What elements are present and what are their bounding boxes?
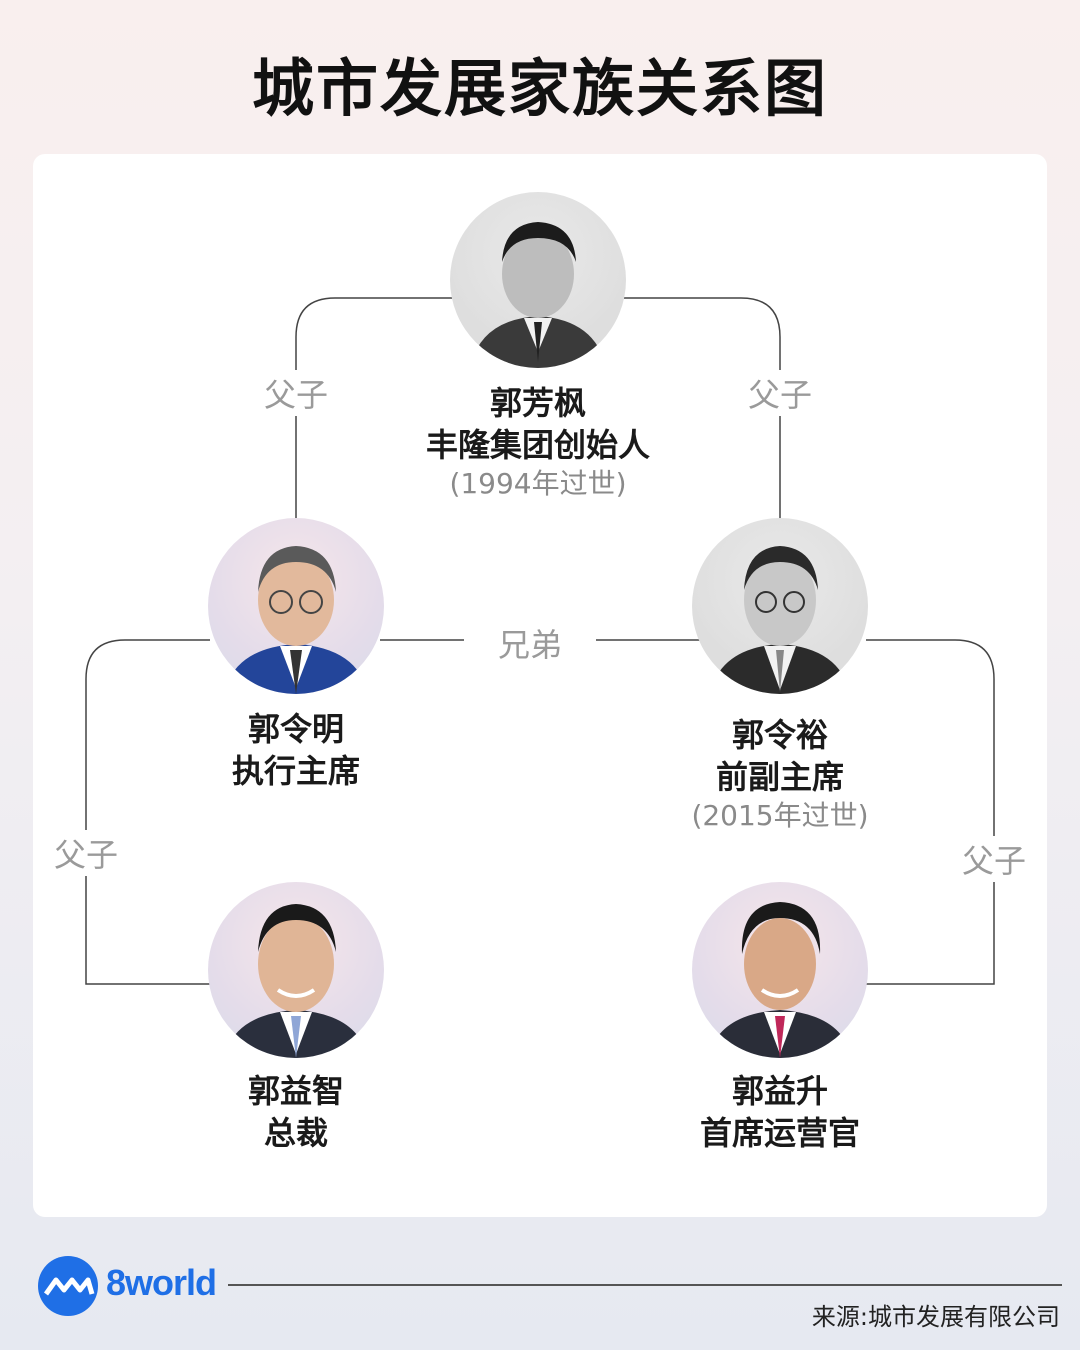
source-credit: 来源:城市发展有限公司 — [811, 1303, 1060, 1331]
yisheng-role: 首席运营官 — [699, 1114, 860, 1152]
yisheng-portrait — [692, 882, 868, 1058]
connector-lingming-yizhi — [85, 639, 210, 985]
founder-portrait — [450, 192, 626, 368]
relation-label-bottom-left: 父子 — [48, 830, 125, 876]
lingyu-name: 郭令裕 — [731, 716, 828, 754]
lingyu-portrait — [692, 518, 868, 694]
yizhi-name: 郭益智 — [247, 1072, 344, 1110]
connector-founder-lingming — [295, 297, 452, 520]
person-lingyu: 郭令裕 前副主席 (2015年过世) — [630, 518, 930, 834]
lingming-name: 郭令明 — [247, 710, 344, 748]
brand-name: 8world — [106, 1262, 217, 1303]
person-lingming: 郭令明 执行主席 — [146, 518, 446, 792]
yizhi-role: 总裁 — [263, 1114, 328, 1152]
lingyu-note: (2015年过世) — [691, 799, 869, 832]
lingming-portrait — [208, 518, 384, 694]
person-yisheng: 郭益升 首席运营官 — [630, 882, 930, 1154]
founder-role: 丰隆集团创始人 — [425, 426, 650, 464]
yisheng-name: 郭益升 — [731, 1072, 828, 1110]
footer-divider — [228, 1284, 1062, 1286]
person-founder: 郭芳枫 丰隆集团创始人 (1994年过世) — [388, 192, 688, 502]
relation-label-siblings: 兄弟 — [464, 620, 597, 666]
yizhi-portrait — [208, 882, 384, 1058]
connector-lingyu-yisheng — [866, 639, 995, 985]
founder-note: (1994年过世) — [449, 467, 627, 500]
brand-logo-icon — [38, 1256, 98, 1316]
founder-name: 郭芳枫 — [489, 384, 586, 422]
relation-label-top-right: 父子 — [742, 370, 819, 416]
person-yizhi: 郭益智 总裁 — [146, 882, 446, 1154]
relation-label-bottom-right: 父子 — [956, 836, 1033, 882]
lingming-role: 执行主席 — [231, 752, 360, 790]
relation-label-top-left: 父子 — [258, 370, 335, 416]
connector-founder-lingyu — [624, 297, 781, 520]
page-title: 城市发展家族关系图 — [251, 52, 828, 125]
lingyu-role: 前副主席 — [715, 758, 844, 796]
